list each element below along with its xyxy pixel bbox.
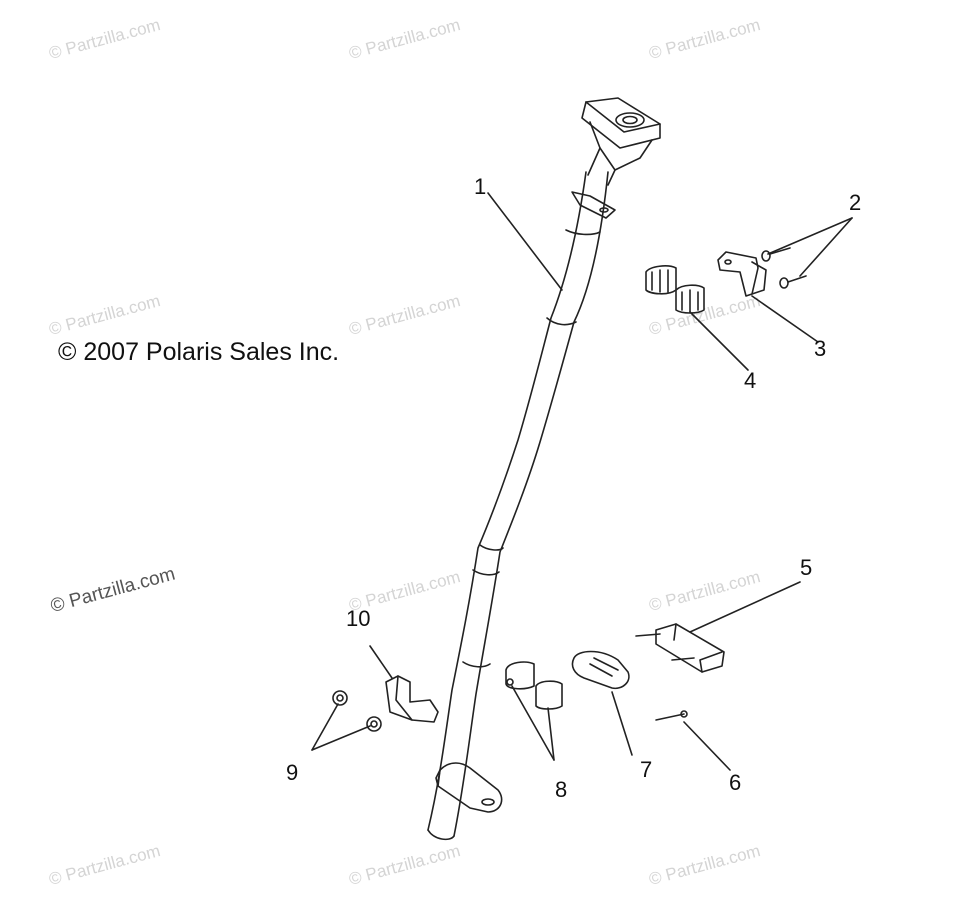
clamp-half	[505, 661, 535, 690]
callout-7: 7	[640, 757, 653, 782]
copyright-text: © 2007 Polaris Sales Inc.	[58, 338, 340, 366]
clamp-half	[535, 680, 563, 710]
clamp-bracket	[385, 675, 439, 723]
callout-5: 5	[800, 555, 813, 580]
pin	[671, 657, 695, 661]
callout-1: 1	[474, 174, 487, 199]
tube-band	[472, 569, 500, 576]
bolt	[769, 247, 791, 255]
leader-line	[369, 645, 393, 679]
leader-line	[689, 581, 801, 633]
bushing	[675, 284, 705, 314]
tube-band	[546, 317, 577, 326]
upper-collar	[571, 191, 616, 219]
steering-post-tube-edge	[453, 171, 609, 837]
leader-line	[611, 691, 633, 756]
lower-bracket	[437, 762, 503, 813]
cotter-pin	[655, 713, 685, 721]
callout-9: 9	[286, 760, 299, 785]
clamp-pad	[571, 650, 630, 690]
tube-band	[462, 661, 491, 668]
tube-band	[565, 229, 601, 236]
steering-post-tube	[427, 171, 587, 831]
leader-line	[511, 685, 555, 761]
tube-band	[479, 544, 504, 551]
callout-8: 8	[555, 777, 568, 802]
leader-line	[683, 721, 731, 771]
callout-3: 3	[814, 336, 827, 361]
leader-line	[547, 707, 555, 761]
nut	[366, 716, 382, 732]
leader-line	[751, 295, 819, 343]
leader-line	[311, 725, 371, 751]
callout-10: 10	[346, 606, 371, 631]
tube-bottom-end	[427, 829, 455, 841]
bolt	[787, 275, 807, 283]
callout-4: 4	[744, 368, 757, 393]
leader-line	[487, 192, 563, 291]
leader-line	[767, 217, 853, 255]
nut	[332, 690, 348, 706]
leader-line	[689, 311, 749, 371]
leader-line	[311, 703, 339, 751]
callout-2: 2	[849, 190, 862, 215]
leader-line	[799, 217, 853, 277]
clamp-bracket	[717, 251, 759, 297]
callout-6: 6	[729, 770, 742, 795]
pin	[635, 633, 661, 637]
bushing	[645, 265, 677, 295]
top-mount-bore	[615, 112, 645, 128]
